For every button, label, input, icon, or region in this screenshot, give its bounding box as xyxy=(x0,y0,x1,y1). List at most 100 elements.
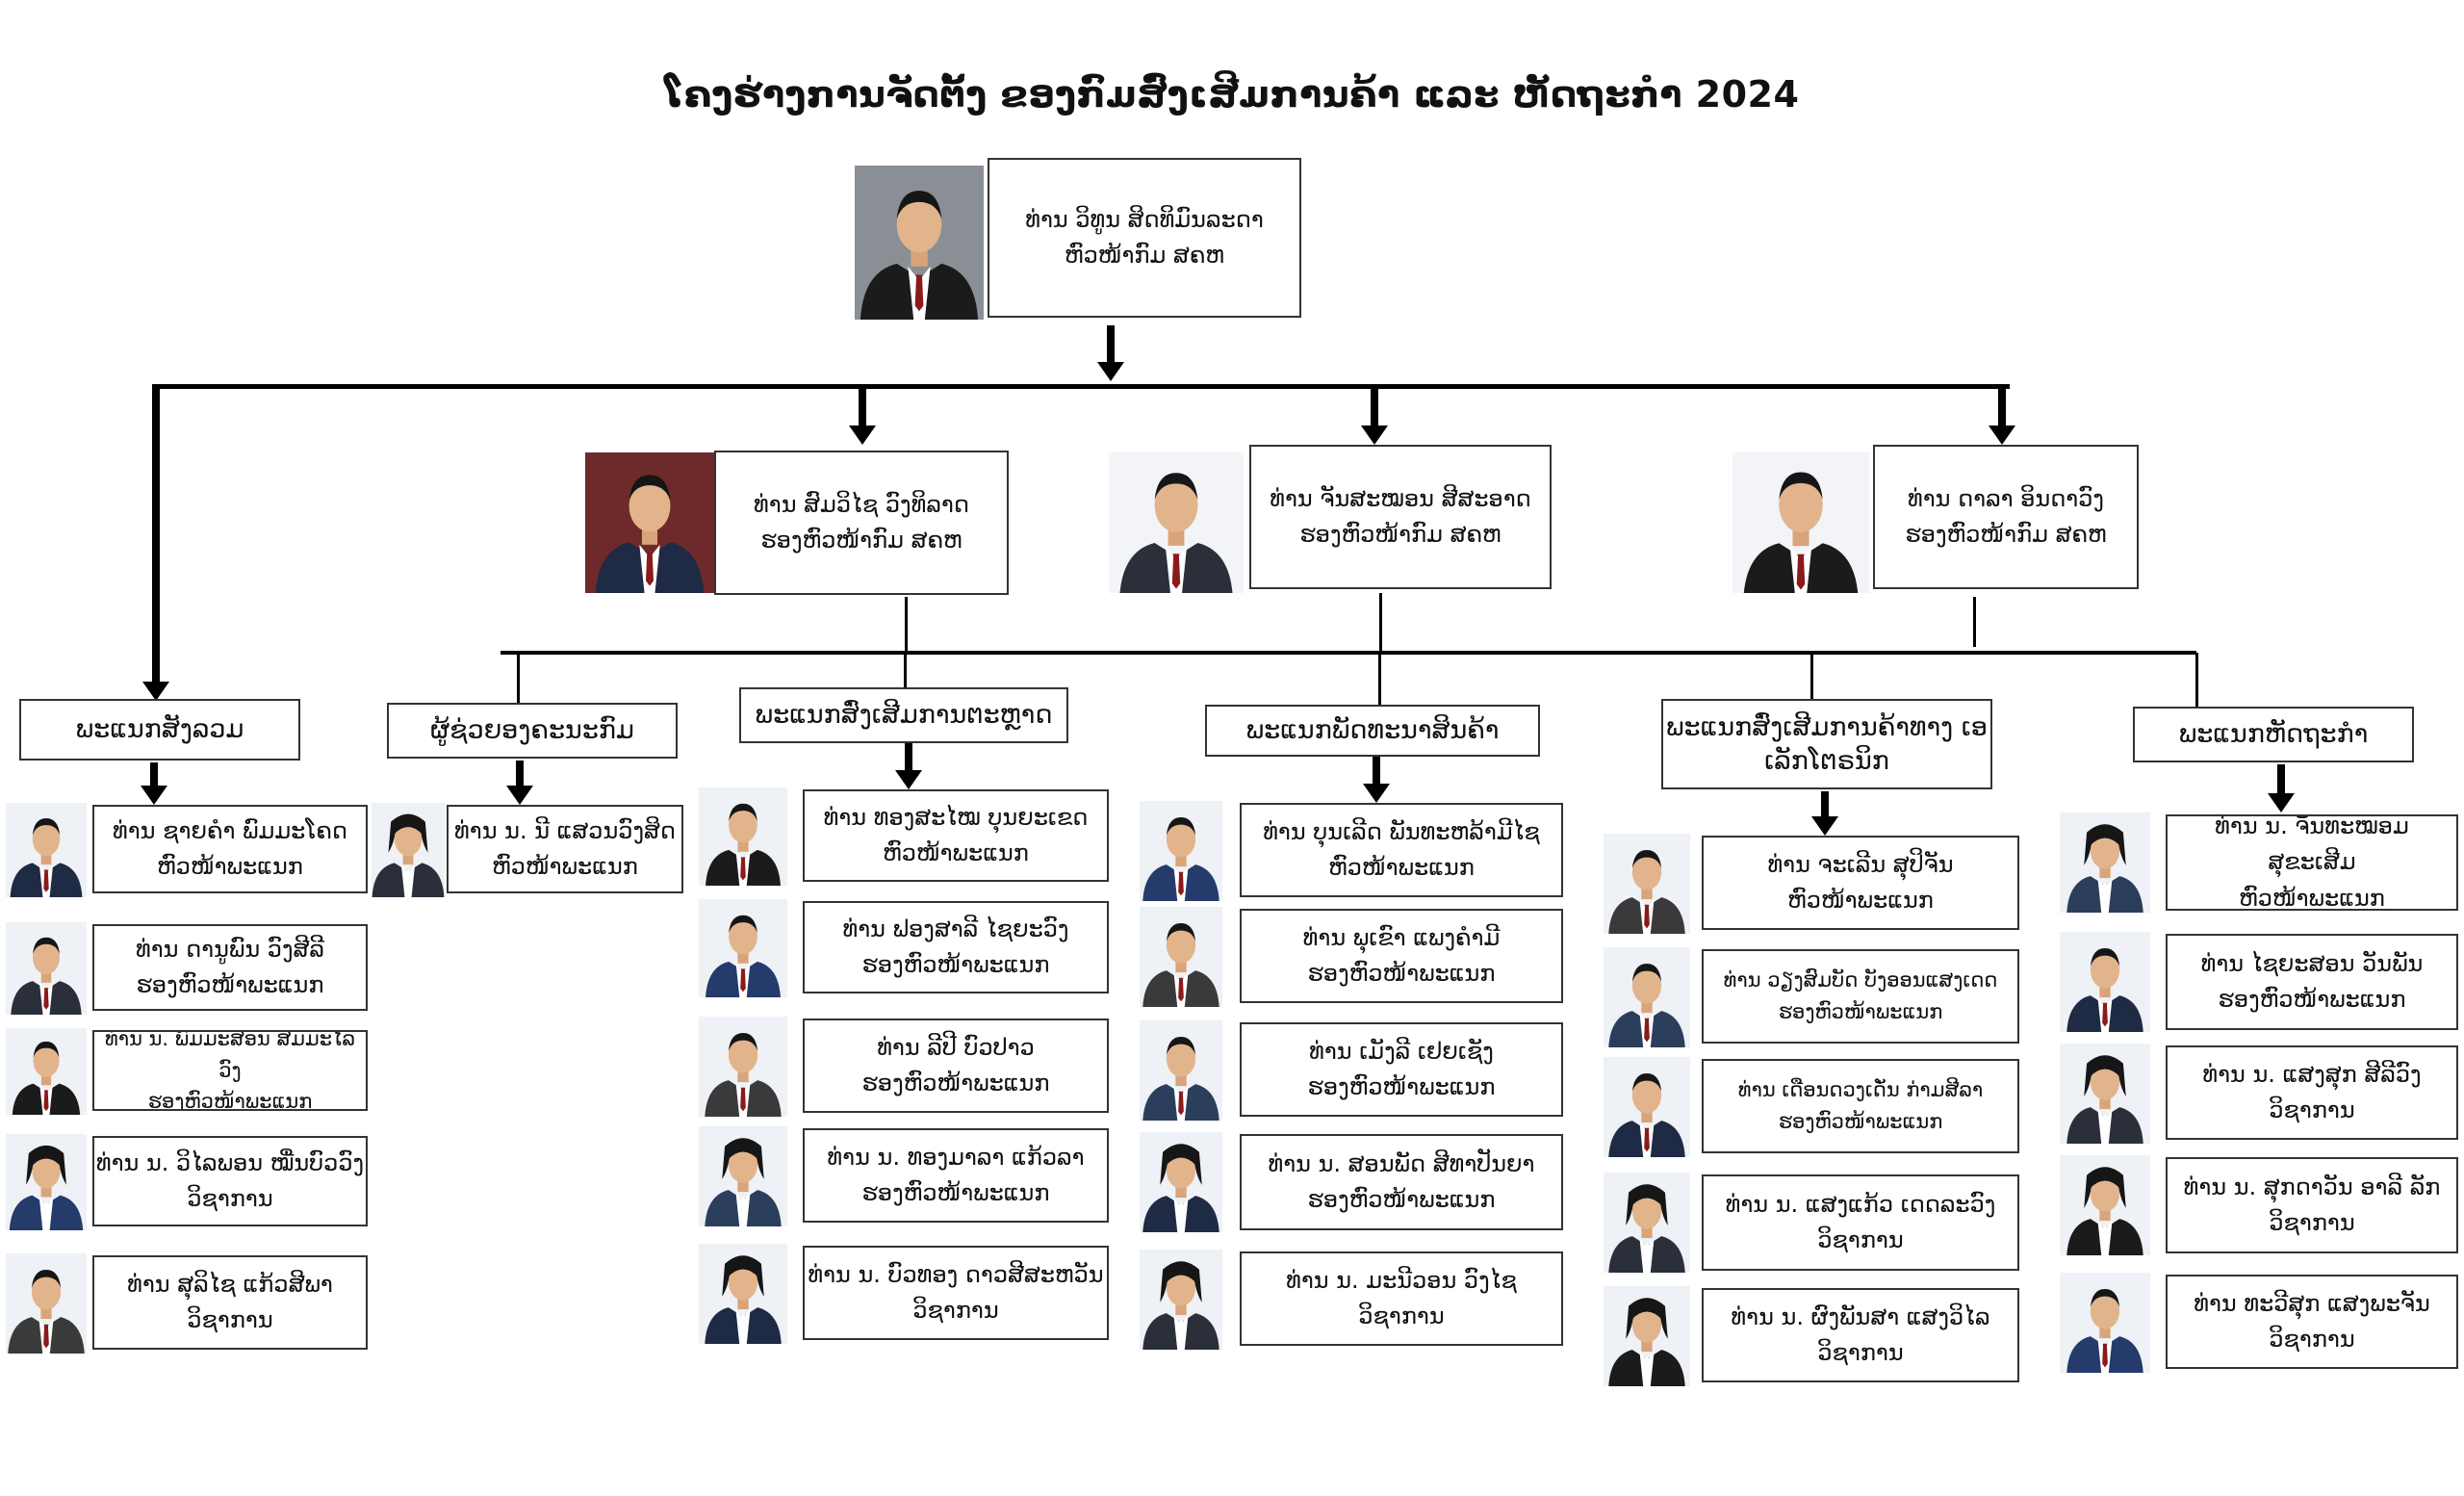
connector-line xyxy=(1378,653,1381,705)
portrait-photo xyxy=(1604,1057,1690,1157)
person-card: ທ່ານ ນ. ແສງແກ້ວ ເດດລະວົງວິຊາການ xyxy=(1702,1174,2019,1271)
person-name: ທ່ານ ສຸລິໄຊ ແກ້ວສີພາ xyxy=(127,1270,333,1298)
person-name: ທ່ານ ນ. ແສງສຸກ ສີລີວົງ xyxy=(2202,1060,2422,1088)
connector-line xyxy=(1810,653,1813,699)
person-card: ທ່ານ ທະວີສຸກ ແສງພະຈັນວິຊາການ xyxy=(2166,1275,2458,1369)
portrait-photo xyxy=(6,1028,87,1115)
person-card: ທ່ານ ພຸເຂົາ ແພງຄຳມີຮອງຫົວໜ້າພະແນກ xyxy=(1240,909,1563,1003)
arrow-down-icon xyxy=(140,762,168,805)
arrow-down-icon xyxy=(1362,757,1391,803)
portrait-photo xyxy=(1604,1286,1690,1386)
portrait-photo xyxy=(699,899,787,997)
portrait-photo xyxy=(372,803,445,897)
person-name: ທ່ານ ນ. ບົວທອງ ດາວສີສະຫວັນ xyxy=(808,1260,1104,1288)
person-name: ທ່ານ ສົມວິໄຊ ວົງທິລາດ xyxy=(754,490,969,518)
person-card: ທ່ານ ທອງສະໄໝ ບຸນຍະເຂດຫົວໜ້າພະແນກ xyxy=(803,789,1109,882)
person-role: ຫົວໜ້າກົມ ສຄຫ xyxy=(1064,242,1225,269)
arrow-down-icon xyxy=(505,761,534,805)
portrait-photo xyxy=(1109,452,1244,593)
arrow-down-icon xyxy=(1360,389,1389,445)
person-role: ວິຊາການ xyxy=(912,1297,999,1324)
person-role: ວິຊາການ xyxy=(1817,1226,1904,1253)
department-title: ພະແນກພັດທະນາສິນຄ້າ xyxy=(1205,705,1540,757)
connector-line xyxy=(904,653,907,687)
person-name: ທ່ານ ນ. ວິໄລພອນ ໝື່ນບົວວົງ xyxy=(95,1148,365,1176)
person-role: ວິຊາການ xyxy=(2269,1326,2355,1353)
portrait-photo xyxy=(1732,452,1869,593)
person-card: ທ່ານ ສຸລິໄຊ ແກ້ວສີພາວິຊາການ xyxy=(92,1255,368,1350)
person-name: ທ່ານ ດາລາ ອິນດາວົງ xyxy=(1907,484,2104,512)
connector-line xyxy=(154,384,2010,389)
portrait-photo xyxy=(1140,1132,1222,1232)
person-role: ຮອງຫົວໜ້າພະແນກ xyxy=(1307,1073,1496,1100)
portrait-photo xyxy=(1604,834,1690,934)
person-name: ທ່ານ ຈັນສະໝອນ ສີສະອາດ xyxy=(1270,484,1531,512)
department-title: ພະແນກສົ່ງເສີມການຕະຫຼາດ xyxy=(739,687,1068,743)
person-card: ທ່ານ ນ. ມະນີວອນ ວົງໄຊວິຊາການ xyxy=(1240,1251,1563,1346)
person-role: ວິຊາການ xyxy=(187,1306,273,1333)
person-name: ທ່ານ ນ. ຜົງພັນສາ ແສງວິໄລ xyxy=(1731,1303,1990,1330)
person-role: ຮອງຫົວໜ້າກົມ ສຄຫ xyxy=(1905,521,2107,548)
person-role: ວິຊາການ xyxy=(2269,1209,2355,1236)
portrait-photo xyxy=(6,803,87,897)
connector-line xyxy=(1379,593,1382,655)
person-name: ທ່ານ ດານູພົນ ວົງສີລີ xyxy=(135,935,325,963)
portrait-photo xyxy=(1604,1173,1690,1273)
connector-line xyxy=(905,597,908,655)
arrow-down-icon xyxy=(848,389,877,445)
person-role: ວິຊາການ xyxy=(2269,1096,2355,1123)
person-role: ວິຊາການ xyxy=(1817,1339,1904,1366)
person-card: ທ່ານ ບຸນເລີດ ພັນທະຫລ້າມີໄຊຫົວໜ້າພະແນກ xyxy=(1240,803,1563,897)
person-role: ຮອງຫົວໜ້າກົມ ສຄຫ xyxy=(1299,521,1502,548)
person-role: ຮອງຫົວໜ້າພະແນກ xyxy=(1778,1000,1943,1023)
person-card: ທ່ານ ໄຊຍະສອນ ວັນພັນຮອງຫົວໜ້າພະແນກ xyxy=(2166,934,2458,1030)
person-name: ທ່ານ ນ. ຈັນທະໝອມ ສຸຂະເສີມ xyxy=(2215,814,2409,876)
person-card: ທ່ານ ນ. ວິໄລພອນ ໝື່ນບົວວົງວິຊາການ xyxy=(92,1136,368,1226)
person-name: ທ່ານ ລີປີ ບົວປາວ xyxy=(877,1033,1035,1061)
arrow-down-icon xyxy=(1096,325,1125,381)
person-role: ຫົວໜ້າພະແນກ xyxy=(1787,887,1934,914)
person-card: ທ່ານ ນ. ສຸກດາວັນ ອາລີ ລັກວິຊາການ xyxy=(2166,1157,2458,1253)
person-card: ທ່ານ ນ. ຜົງພັນສາ ແສງວິໄລວິຊາການ xyxy=(1702,1288,2019,1382)
portrait-photo xyxy=(2060,932,2150,1032)
department-title: ພະແນກສົ່ງເສີມການຄ້າທາງ ເອເລັກໂຕຣນິກ xyxy=(1661,699,1992,789)
portrait-photo xyxy=(699,1126,787,1226)
portrait-photo xyxy=(1140,1020,1222,1121)
connector-line xyxy=(2195,653,2198,707)
person-card: ທ່ານ ຈັນສະໝອນ ສີສະອາດຮອງຫົວໜ້າກົມ ສຄຫ xyxy=(1249,445,1552,589)
person-card: ທ່ານ ເດືອນດວງເດັ່ນ ກ່າມສີລາຮອງຫົວໜ້າພະແນ… xyxy=(1702,1059,2019,1153)
person-name: ທ່ານ ບຸນເລີດ ພັນທະຫລ້າມີໄຊ xyxy=(1263,817,1540,845)
person-card: ທ່ານ ວຽງສົມບັດ ບັງອອນແສງເດດຮອງຫົວໜ້າພະແນ… xyxy=(1702,949,2019,1044)
arrow-down-icon xyxy=(2267,764,2296,812)
person-card: ທ່ານ ນ. ແສງສຸກ ສີລີວົງວິຊາການ xyxy=(2166,1045,2458,1140)
person-name: ທ່ານ ທະວີສຸກ ແສງພະຈັນ xyxy=(2194,1289,2430,1317)
portrait-photo xyxy=(585,452,714,593)
person-name: ທ່ານ ວິທູນ ສິດທິມົນລະດາ xyxy=(1025,205,1264,233)
person-card: ທ່ານ ນ. ສອນພັດ ສີທາປັນຍາຮອງຫົວໜ້າພະແນກ xyxy=(1240,1134,1563,1230)
portrait-photo xyxy=(2060,1044,2150,1144)
person-role: ວິຊາການ xyxy=(1358,1303,1445,1329)
portrait-photo xyxy=(699,1017,787,1117)
person-card: ທ່ານ ນ. ບົວທອງ ດາວສີສະຫວັນວິຊາການ xyxy=(803,1246,1109,1340)
person-name: ທ່ານ ເມັງລີ ເຢຍເຊັງ xyxy=(1309,1037,1494,1065)
person-card: ທ່ານ ດາລາ ອິນດາວົງຮອງຫົວໜ້າກົມ ສຄຫ xyxy=(1873,445,2139,589)
person-name: ທ່ານ ຊາຍຄຳ ພົມມະໂຄດ xyxy=(113,816,347,844)
person-card: ທ່ານ ຊາຍຄຳ ພົມມະໂຄດຫົວໜ້າພະແນກ xyxy=(92,805,368,893)
person-name: ທ່ານ ພຸເຂົາ ແພງຄຳມີ xyxy=(1302,923,1501,951)
person-name: ທ່ານ ວຽງສົມບັດ ບັງອອນແສງເດດ xyxy=(1723,968,1998,993)
person-role: ຫົວໜ້າພະແນກ xyxy=(883,839,1029,866)
connector-line xyxy=(1973,597,1976,647)
portrait-photo xyxy=(699,787,787,886)
person-role: ຫົວໜ້າພະແນກ xyxy=(492,853,638,880)
person-role: ວິຊາການ xyxy=(187,1185,273,1212)
portrait-photo xyxy=(1604,947,1690,1047)
arrow-down-icon xyxy=(141,384,170,701)
person-card: ທ່ານ ຟອງສາລີ ໄຊຍະວົງຮອງຫົວໜ້າພະແນກ xyxy=(803,901,1109,993)
person-name: ທ່ານ ທອງສະໄໝ ບຸນຍະເຂດ xyxy=(823,803,1089,831)
person-role: ຮອງຫົວໜ້າພະແນກ xyxy=(861,1179,1050,1206)
department-title: ພະແນກສັງລວມ xyxy=(19,699,300,761)
person-card: ທ່ານ ລີປີ ບົວປາວຮອງຫົວໜ້າພະແນກ xyxy=(803,1019,1109,1113)
arrow-down-icon xyxy=(894,743,923,789)
person-card: ທ່ານ ຈະເລີນ ສຸປິຈັນຫົວໜ້າພະແນກ xyxy=(1702,836,2019,930)
portrait-photo xyxy=(855,166,984,320)
